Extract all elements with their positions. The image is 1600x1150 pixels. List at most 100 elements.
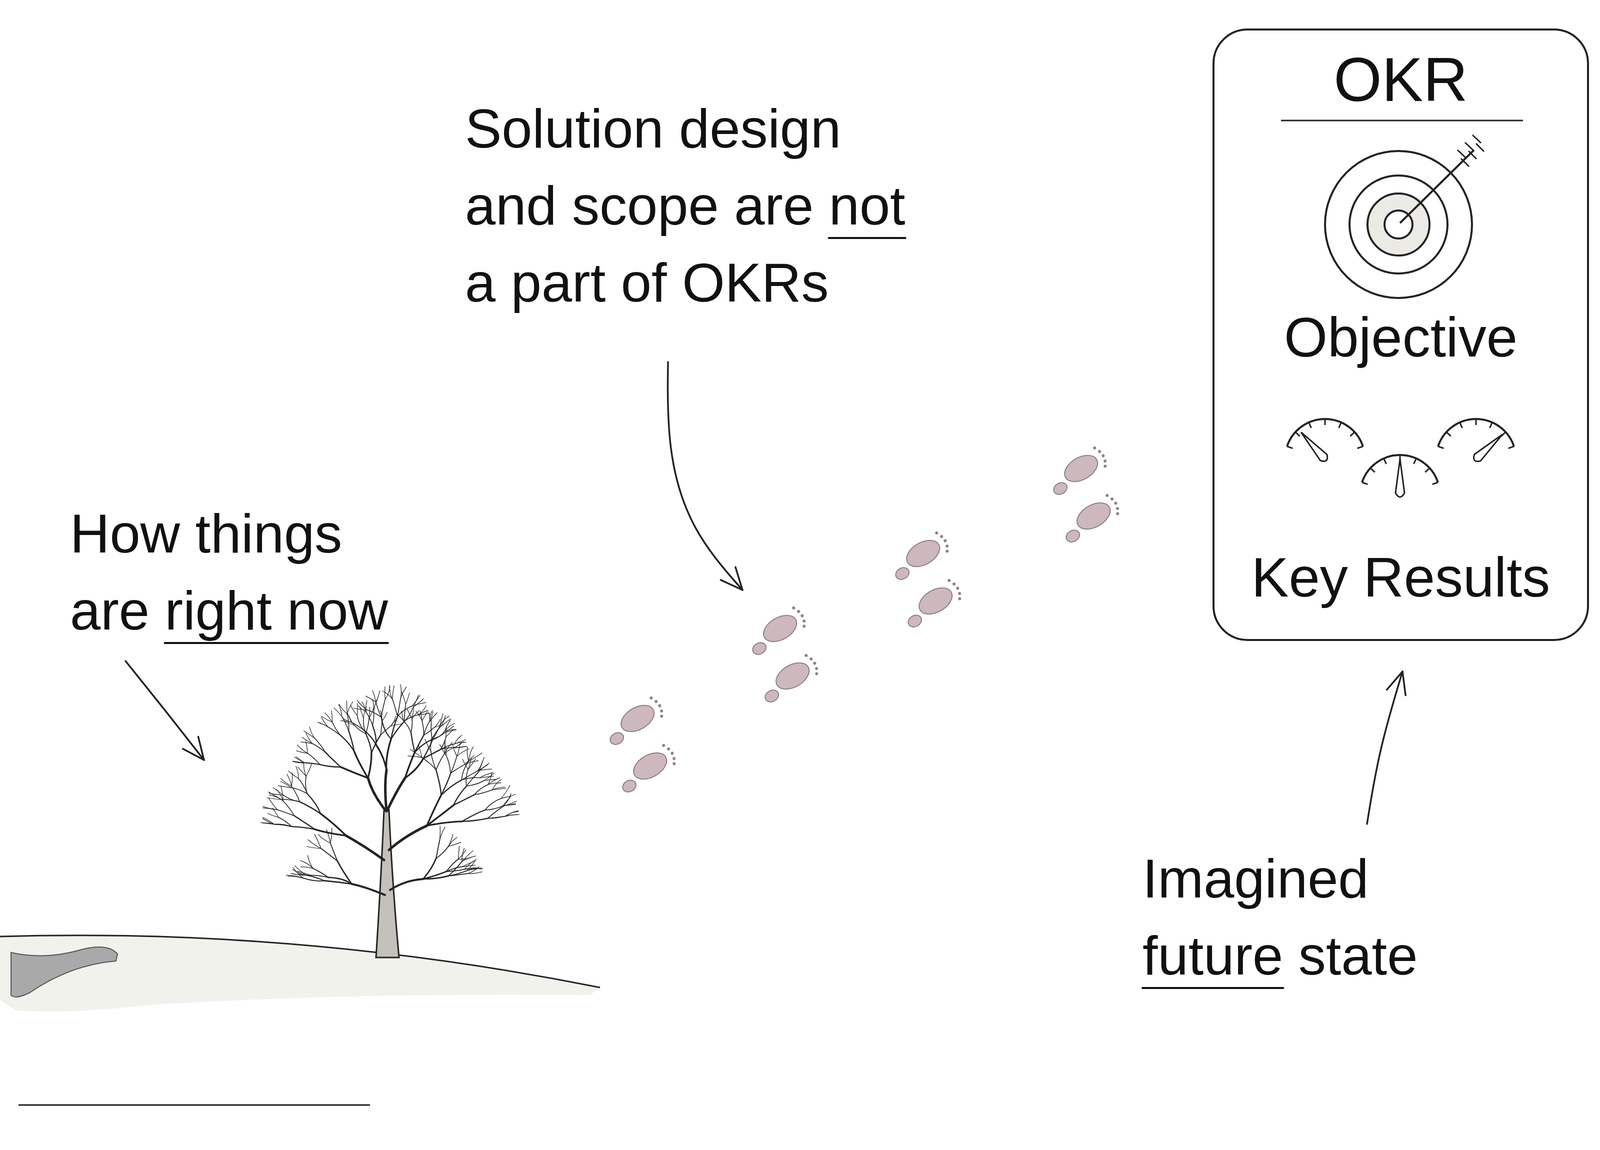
tree-branch (411, 733, 415, 753)
tree-branch (347, 713, 352, 723)
foot-toe (812, 661, 817, 665)
tree-branch (436, 846, 449, 859)
tree-branch (474, 790, 493, 795)
footprint (899, 576, 965, 629)
tree-branch (407, 708, 412, 719)
tree-branch (404, 715, 418, 722)
tree-branch (321, 716, 333, 722)
tree-branch (300, 867, 313, 869)
tree-branch (446, 726, 447, 737)
gauge-tick (1362, 482, 1368, 485)
tree-branch (468, 759, 476, 770)
tree-branch (302, 737, 312, 744)
gauge-tick (1438, 446, 1444, 449)
tree-branch (446, 755, 451, 773)
tree-branch (304, 731, 315, 739)
tree-branch (391, 724, 402, 726)
tree-branch (321, 717, 328, 727)
tree-branch (444, 743, 446, 756)
foot-heel (1064, 528, 1082, 545)
foot-heel (1051, 480, 1069, 497)
tree-branch (431, 712, 433, 724)
gauge-tick (1324, 419, 1326, 425)
tree-branch (368, 752, 372, 778)
tree-branch (350, 705, 357, 716)
box-heading: OKR (1214, 42, 1587, 117)
text-underline (165, 642, 388, 644)
tree-branch (274, 824, 292, 827)
arrow-head (720, 567, 743, 590)
tree-branch (375, 702, 381, 718)
box-caption: Objective (1214, 304, 1587, 371)
foot-toe (802, 624, 806, 628)
gauge (1438, 419, 1514, 462)
target-icon (1325, 135, 1484, 298)
foot-toe (802, 619, 806, 623)
foot-toe (649, 696, 653, 700)
tree-branch (372, 699, 374, 711)
rock (11, 947, 118, 997)
hill-fill (0, 935, 600, 1012)
arrow-fletching (1457, 135, 1484, 167)
foot-toe (796, 609, 801, 614)
tree-branch (346, 835, 384, 860)
text-underline (829, 237, 906, 239)
tree-branch (337, 861, 352, 884)
tree-branch (462, 818, 488, 822)
tree-branch (428, 712, 431, 724)
foot-toe (672, 756, 676, 761)
tree-branch (427, 821, 462, 826)
gauge-tick (1446, 432, 1451, 436)
tree-branch (455, 746, 466, 748)
tree-branch (277, 809, 295, 816)
tree-branch (505, 814, 518, 816)
foot-toe (809, 657, 813, 661)
gauge-tick (1490, 422, 1493, 428)
tree-branch (305, 762, 320, 765)
tree-branch (403, 721, 411, 733)
tree-branch (267, 813, 279, 818)
tree-branch (325, 752, 341, 767)
tree-branch (352, 884, 385, 895)
tree-branch (414, 735, 424, 752)
foot-toe (670, 751, 674, 755)
tree-branch (439, 827, 445, 841)
foot-toe (800, 613, 804, 618)
tree-branch (431, 723, 433, 740)
tree-branch (297, 745, 308, 754)
tree-branch (487, 816, 505, 818)
tree-branches (261, 684, 520, 895)
gauge-icons (1287, 419, 1514, 497)
base-line (18, 1104, 370, 1106)
tree-branch (328, 727, 341, 736)
tree-branch (296, 756, 305, 763)
tree-branch (368, 778, 386, 811)
tree-branch (422, 711, 428, 721)
tree-branch (305, 776, 307, 794)
tree-branch (422, 720, 424, 735)
tree-branch (485, 806, 503, 810)
gauge-tick (1508, 446, 1514, 449)
gauge-tick (1460, 422, 1463, 428)
arrow-head (1387, 671, 1406, 696)
foot-toe (1103, 459, 1107, 463)
tree-branch (392, 685, 395, 699)
foot-sole (771, 657, 814, 695)
foot-heel (893, 565, 911, 582)
tree-branch (294, 816, 315, 830)
gauge-tick (1350, 432, 1355, 436)
tree-branch (351, 722, 363, 730)
tree-branch (354, 752, 368, 779)
foot-heel (906, 613, 924, 630)
tree-branch (418, 713, 430, 715)
tree-branch (405, 693, 410, 705)
foot-sole (914, 582, 957, 620)
foot-toe (939, 534, 944, 539)
tree-branch (448, 842, 461, 847)
tree-branch (392, 699, 398, 717)
tree-branch (401, 711, 404, 721)
tree-branch (381, 717, 391, 739)
foot-toe (672, 761, 676, 766)
tree-branch (268, 792, 282, 800)
